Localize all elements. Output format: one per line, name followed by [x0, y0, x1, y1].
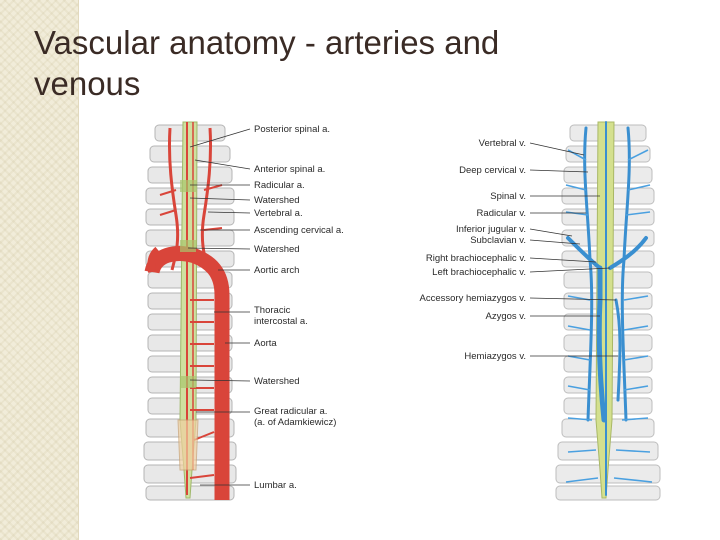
label-radicular-a: Radicular a.	[254, 180, 305, 191]
label-a-of-adamkiewicz: (a. of Adamkiewicz)	[254, 417, 336, 428]
venous-labels: Vertebral v. Deep cervical v. Spinal v. …	[420, 138, 526, 362]
label-vertebral-v: Vertebral v.	[479, 138, 526, 149]
label-left-brachiocephalic-v: Left brachiocephalic v.	[432, 267, 526, 278]
label-lumbar-a: Lumbar a.	[254, 480, 297, 491]
label-anterior-spinal-a: Anterior spinal a.	[254, 164, 325, 175]
title-line-1: Vascular anatomy - arteries and	[34, 24, 500, 61]
arterial-labels: Posterior spinal a. Anterior spinal a. R…	[254, 124, 344, 491]
decorative-side-band	[0, 0, 79, 540]
label-watershed-1: Watershed	[254, 195, 300, 206]
label-aorta: Aorta	[254, 338, 277, 349]
label-deep-cervical-v: Deep cervical v.	[459, 165, 526, 176]
label-thoracic: Thoracic	[254, 305, 291, 316]
title-line-2: venous	[34, 65, 141, 102]
label-subclavian-v: Subclavian v.	[470, 235, 526, 246]
label-radicular-v: Radicular v.	[477, 208, 526, 219]
label-intercostal-a: intercostal a.	[254, 316, 308, 327]
label-great-radicular-a: Great radicular a.	[254, 406, 327, 417]
label-hemiazygos-v: Hemiazygos v.	[464, 351, 526, 362]
venous-illustration	[555, 121, 661, 501]
label-spinal-v: Spinal v.	[490, 191, 526, 202]
label-watershed-3: Watershed	[254, 376, 300, 387]
label-posterior-spinal-a: Posterior spinal a.	[254, 124, 330, 135]
label-right-brachiocephalic-v: Right brachiocephalic v.	[426, 253, 526, 264]
label-ascending-cervical-a: Ascending cervical a.	[254, 225, 344, 236]
label-vertebral-a: Vertebral a.	[254, 208, 303, 219]
arterial-leader-lines	[187, 128, 251, 486]
label-watershed-2: Watershed	[254, 244, 300, 255]
slide-title: Vascular anatomy - arteries and venous	[34, 22, 674, 104]
arterial-illustration	[143, 121, 237, 501]
label-inferior-jugular-v: Inferior jugular v.	[456, 224, 526, 235]
label-azygos-v: Azygos v.	[486, 311, 526, 322]
venous-leader-lines	[529, 142, 618, 357]
label-accessory-hemiazygos-v: Accessory hemiazygos v.	[420, 293, 526, 304]
label-aortic-arch: Aortic arch	[254, 265, 299, 276]
